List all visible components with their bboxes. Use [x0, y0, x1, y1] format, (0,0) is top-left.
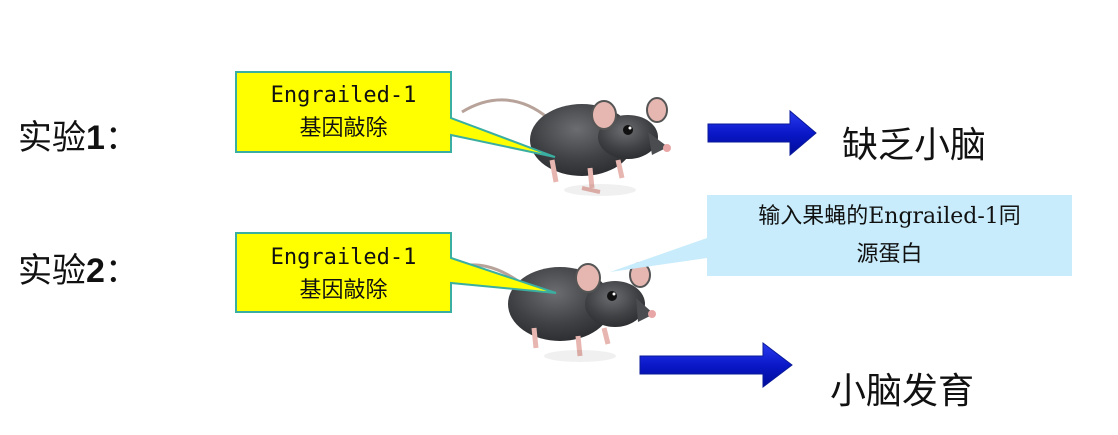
arrow-1: [707, 109, 817, 157]
injection-note-line2: 源蛋白: [856, 242, 923, 267]
callout-2-shape: [235, 232, 557, 313]
experiment-2-label: 实验2：: [18, 251, 139, 291]
experiment-1-label: 实验1：: [18, 118, 139, 158]
result-1: 缺乏小脑: [842, 125, 987, 166]
injection-note-shape: [610, 195, 1072, 276]
injection-note-text: 输入果蝇的Engrailed-1同 源蛋白: [707, 198, 1072, 274]
arrow-2: [639, 341, 793, 389]
callout-1-line1: Engrailed-1: [270, 83, 417, 108]
callout-1-shape: [235, 71, 556, 158]
injection-note-line1: 输入果蝇的Engrailed-1同: [758, 204, 1021, 229]
callout-2-line1: Engrailed-1: [270, 245, 417, 270]
callout-1-text: Engrailed-1 基因敲除: [236, 79, 451, 145]
mouse-1-image: [461, 97, 671, 196]
callout-1-line2: 基因敲除: [299, 116, 388, 141]
callout-2-text: Engrailed-1 基因敲除: [236, 241, 451, 307]
callout-2-line2: 基因敲除: [299, 278, 388, 303]
result-2: 小脑发育: [830, 371, 975, 412]
